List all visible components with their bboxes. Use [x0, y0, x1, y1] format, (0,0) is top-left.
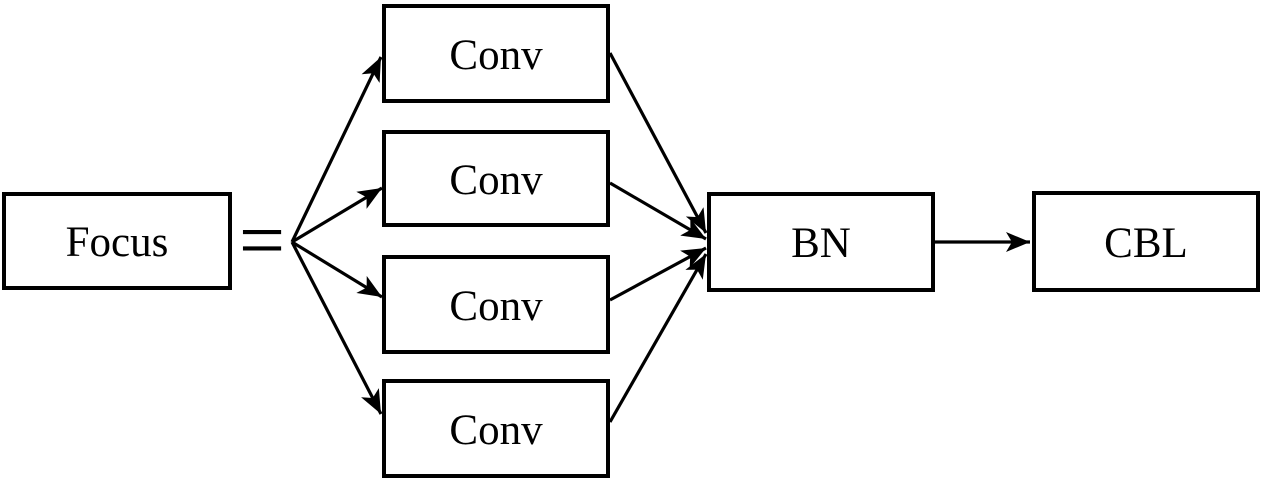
node-focus-box	[2, 192, 232, 290]
node-cbl-label: CBL	[1104, 220, 1188, 267]
edge-focus-conv2	[291, 186, 383, 244]
edge-focus-conv4	[290, 241, 383, 415]
node-conv1-box	[382, 4, 610, 103]
node-conv3-box	[382, 255, 610, 354]
node-conv4-box	[382, 379, 610, 478]
edge-conv3-bn	[609, 246, 707, 302]
node-bn-box	[707, 192, 935, 292]
node-conv2-label: Conv	[449, 157, 543, 204]
edge-focus-conv1	[290, 56, 383, 243]
node-conv4-label: Conv	[449, 407, 543, 454]
node-conv2-box	[382, 130, 610, 227]
node-focus-label: Focus	[66, 219, 169, 266]
edge-focus-conv3	[291, 240, 383, 299]
node-conv1-label: Conv	[449, 32, 543, 79]
equals-operator: =	[239, 195, 285, 286]
edge-conv2-bn	[609, 181, 707, 241]
edge-conv1-bn	[608, 52, 708, 234]
edge-conv4-bn	[608, 253, 708, 423]
node-conv3-label: Conv	[449, 283, 543, 330]
node-cbl-box	[1032, 191, 1260, 292]
node-bn-label: BN	[791, 220, 851, 267]
